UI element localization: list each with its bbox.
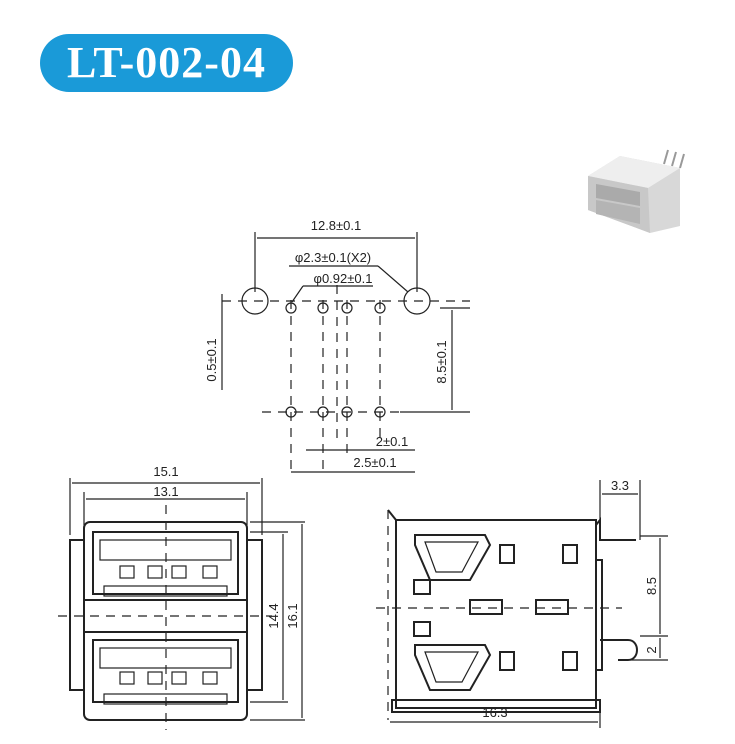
dim-row-height: 8.5 <box>644 577 659 595</box>
dim-row-spacing: 8.5±0.1 <box>434 340 449 383</box>
dim-outer-height: 16.1 <box>285 603 300 628</box>
dim-mount-hole: φ2.3±0.1(X2) <box>295 250 371 265</box>
dim-length: 16.3 <box>482 705 507 720</box>
dim-pin-pitch-b: 2.5±0.1 <box>353 455 396 470</box>
dim-pin-pitch-a: 2±0.1 <box>376 434 408 449</box>
dim-inner-width: 13.1 <box>153 484 178 499</box>
dim-tab-width: 3.3 <box>611 478 629 493</box>
product-photo <box>588 149 685 233</box>
dim-pitch-width: 12.8±0.1 <box>311 218 362 233</box>
dim-offset-left: 0.5±0.1 <box>204 338 219 381</box>
footprint-view: 12.8±0.1 φ2.3±0.1(X2) φ0.92±0.1 0.5±0.1 … <box>204 218 470 475</box>
part-number-badge: LT-002-04 <box>40 34 293 92</box>
dim-inner-height: 14.4 <box>266 603 281 628</box>
dim-pin-hole: φ0.92±0.1 <box>314 271 373 286</box>
front-view: 15.1 13.1 14.4 16.1 <box>58 464 305 730</box>
dim-pin-offset: 2 <box>644 646 659 653</box>
side-view: 16.3 3.3 8.5 2 <box>376 478 668 728</box>
dim-outer-width: 15.1 <box>153 464 178 479</box>
